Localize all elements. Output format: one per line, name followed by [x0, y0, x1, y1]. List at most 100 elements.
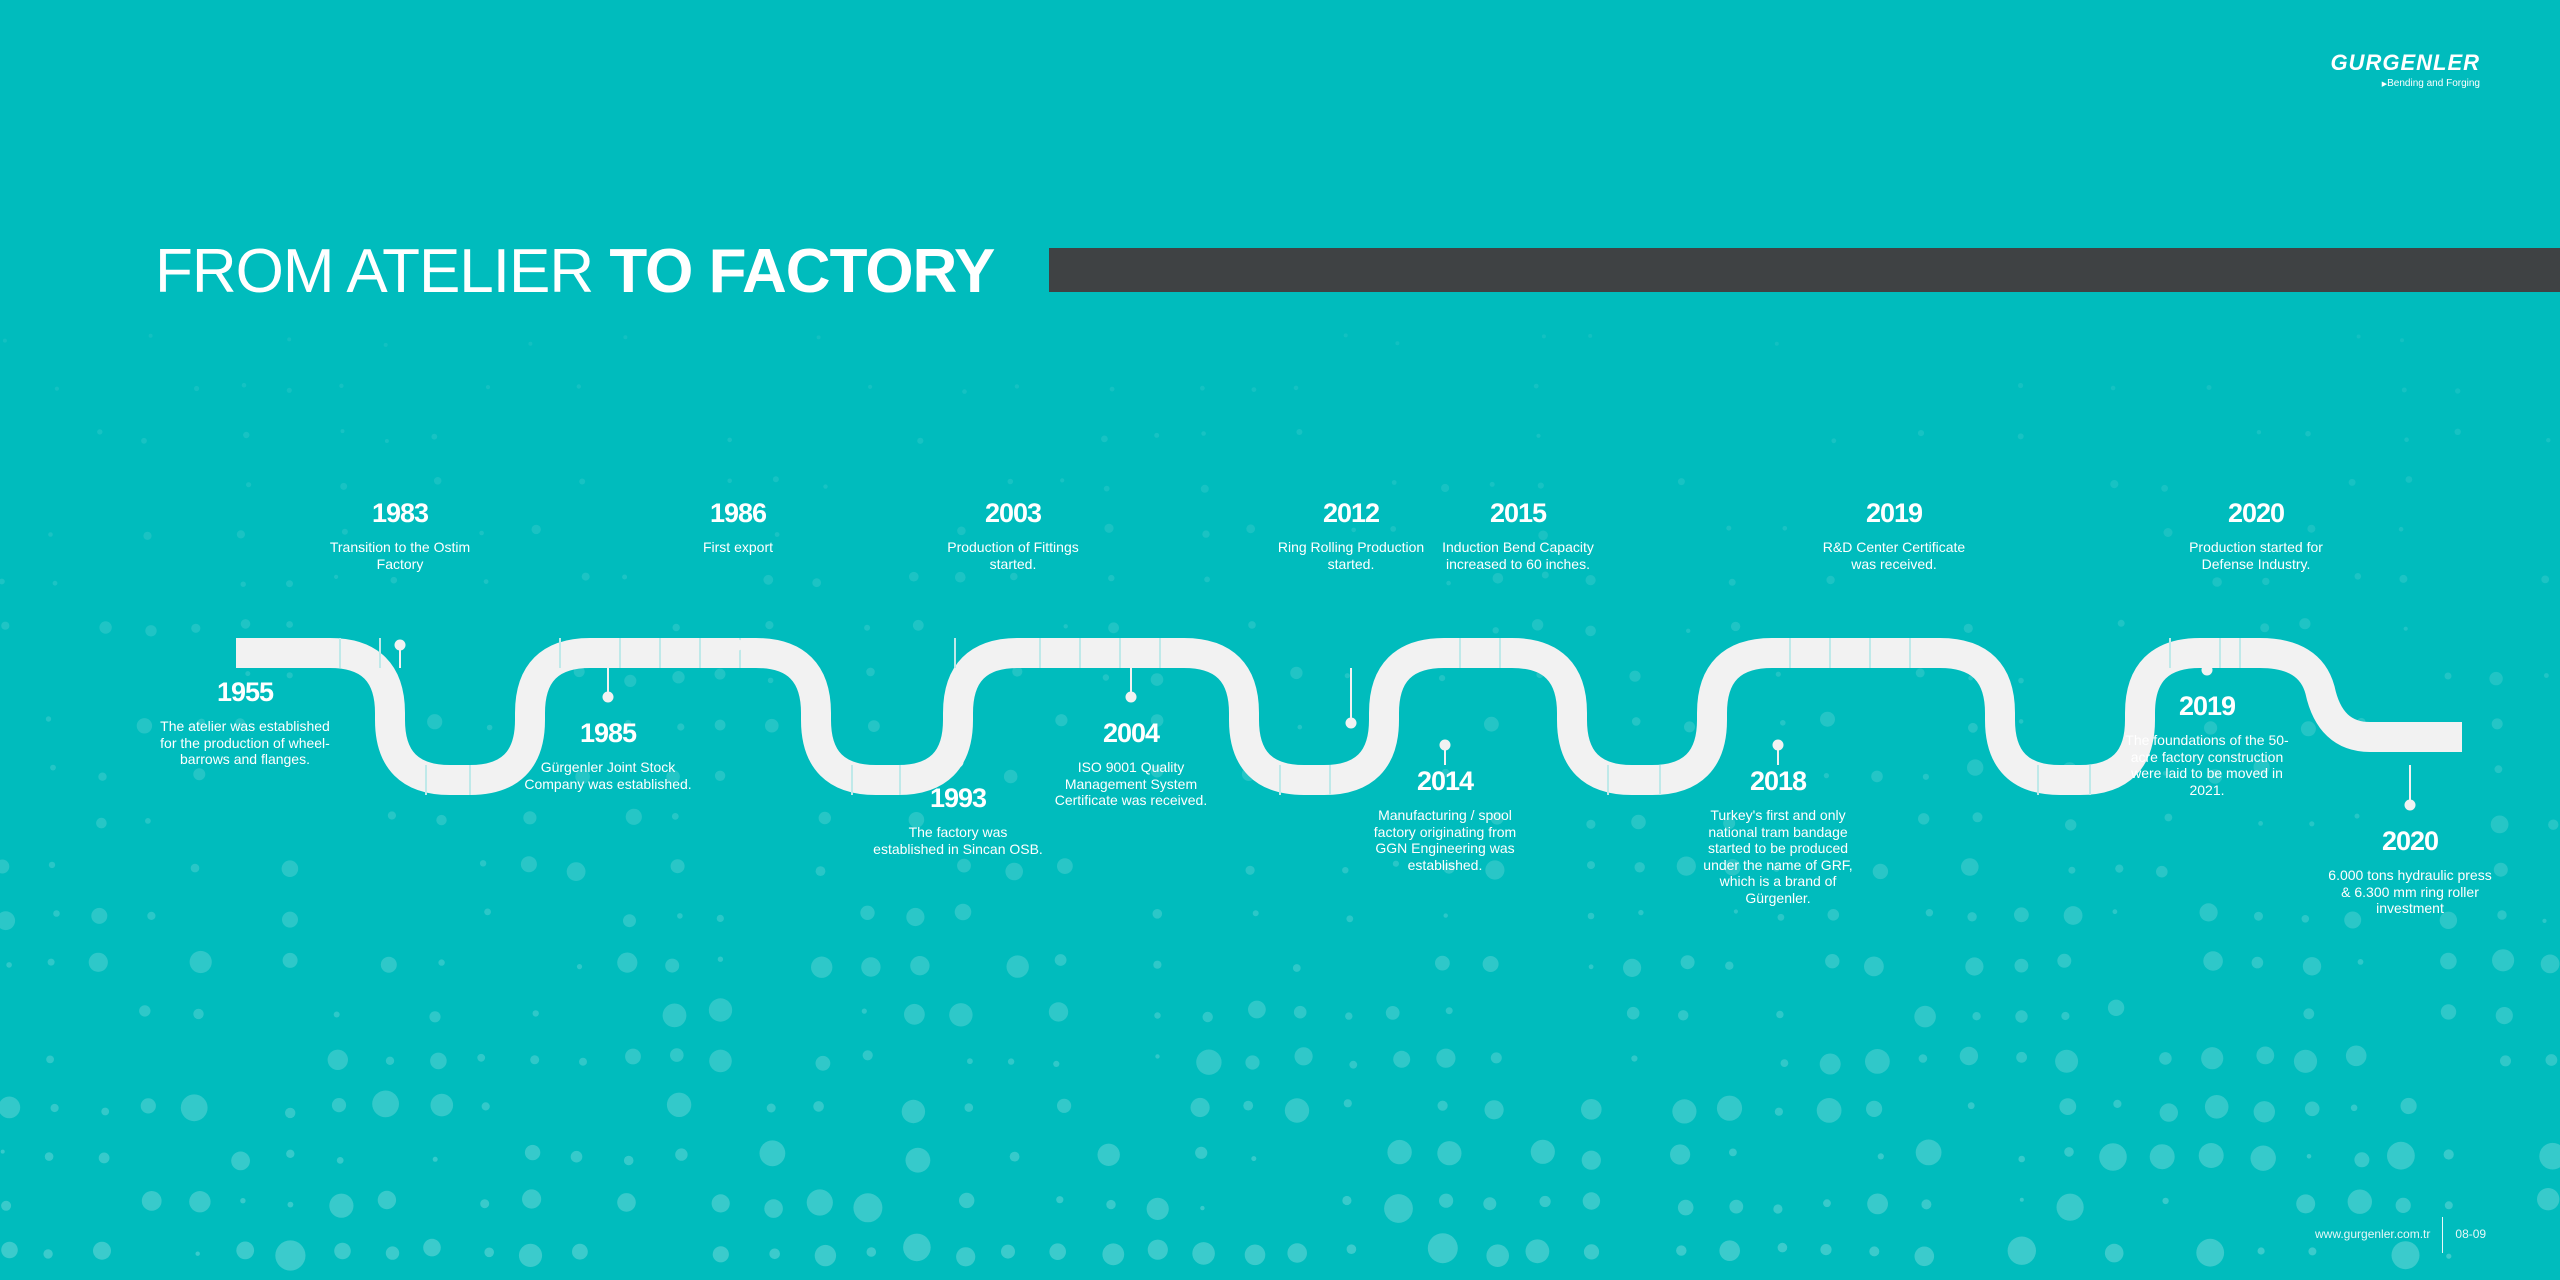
background-dot	[48, 861, 56, 869]
background-dot	[766, 1103, 776, 1113]
background-dot	[1014, 384, 1020, 389]
background-dot	[2490, 815, 2509, 834]
footer-url[interactable]: www.gurgenler.com.tr	[2315, 1227, 2431, 1242]
background-dot	[2251, 956, 2264, 969]
background-dot	[2256, 1046, 2275, 1065]
background-dot	[1871, 770, 1883, 783]
background-dot	[1060, 478, 1065, 483]
background-dot	[1251, 387, 1257, 392]
milestone-description: First export	[702, 539, 773, 555]
background-dot	[1439, 675, 1446, 682]
background-dot	[2489, 671, 2503, 686]
background-dot	[1001, 1244, 1015, 1259]
background-dot	[1200, 484, 1209, 493]
background-dot	[1437, 1141, 1462, 1166]
milestone-dot	[952, 756, 964, 768]
background-dot	[0, 578, 5, 585]
background-dot	[2357, 959, 2364, 965]
background-dot	[485, 385, 491, 390]
background-dot	[759, 1140, 786, 1167]
background-dot	[483, 579, 489, 584]
background-dot	[576, 964, 583, 970]
background-dot	[1152, 909, 1163, 919]
background-dot	[1103, 485, 1110, 492]
background-dot	[1536, 433, 1541, 438]
background-dot	[285, 1107, 296, 1119]
background-dot	[2354, 813, 2360, 819]
background-dot	[481, 1102, 490, 1111]
background-dot	[286, 580, 293, 588]
background-dot	[436, 814, 447, 826]
brand-logo-text: GURGENLER	[2330, 50, 2480, 75]
background-dot	[484, 1247, 495, 1258]
background-dot	[1146, 1197, 1169, 1220]
background-dot	[2163, 528, 2173, 537]
background-dot	[2257, 1247, 2265, 1255]
background-dot	[1533, 383, 1539, 389]
milestone-dot	[2404, 799, 2416, 811]
background-dot	[431, 433, 438, 440]
background-dot	[2347, 1189, 2372, 1214]
background-dot	[1626, 1006, 1640, 1020]
background-dot	[1925, 909, 1934, 917]
background-dot	[1726, 525, 1732, 531]
background-dot	[1541, 571, 1549, 579]
background-dot	[1581, 1099, 1602, 1120]
background-dot	[2301, 915, 2310, 923]
milestone-dot	[1512, 639, 1524, 651]
background-dot	[2305, 430, 2311, 437]
background-dot	[1716, 1095, 1743, 1121]
background-dot	[518, 1243, 543, 1267]
background-dot	[384, 439, 389, 443]
background-dot	[1915, 668, 1925, 678]
background-dot	[275, 1240, 306, 1271]
background-dot	[1583, 1244, 1600, 1260]
background-dot	[1677, 1199, 1694, 1216]
background-dot	[46, 1055, 54, 1064]
background-dot	[88, 952, 108, 972]
background-dot	[231, 1151, 251, 1171]
background-dot	[1486, 1244, 1509, 1267]
background-dot	[1195, 1146, 1208, 1159]
background-dot	[136, 718, 153, 734]
background-dot	[711, 1194, 730, 1213]
background-dot	[576, 384, 581, 389]
background-dot	[524, 1144, 541, 1161]
background-dot	[1967, 1102, 1975, 1110]
background-dot	[1395, 341, 1400, 346]
background-dot	[2540, 954, 2560, 974]
background-dot	[189, 1191, 211, 1213]
background-dot	[1106, 1199, 1116, 1210]
background-dot	[2495, 1007, 2513, 1025]
background-dot	[2256, 430, 2262, 435]
background-dot	[1586, 819, 1596, 829]
background-dot	[1200, 1205, 1205, 1211]
milestone-description: Gürgenler Joint Stock Company was establ…	[524, 759, 692, 792]
background-dot	[2018, 719, 2024, 724]
background-dot	[1049, 1243, 1066, 1260]
background-dot	[2404, 437, 2409, 443]
background-dot	[1, 1241, 18, 1259]
background-dot	[2065, 819, 2077, 831]
background-dot	[93, 1241, 111, 1260]
background-dot	[2344, 911, 2362, 929]
background-dot	[1245, 865, 1255, 875]
background-dot	[193, 768, 206, 781]
background-dot	[2545, 1054, 2558, 1066]
background-dot	[1866, 1100, 1883, 1117]
background-dot	[6, 962, 12, 968]
background-dot	[1192, 1242, 1215, 1265]
background-dot	[1724, 859, 1741, 876]
background-dot	[1729, 1199, 1744, 1214]
background-dot	[385, 1056, 395, 1066]
background-dot	[1343, 1099, 1352, 1108]
milestone-year: 2018	[1749, 766, 1807, 796]
background-dot	[1443, 913, 1448, 918]
background-dot	[1108, 622, 1119, 634]
background-dot	[2104, 1243, 2124, 1263]
background-dot	[1345, 1012, 1353, 1020]
background-dot	[1056, 1196, 1064, 1204]
background-dot	[2212, 577, 2222, 587]
